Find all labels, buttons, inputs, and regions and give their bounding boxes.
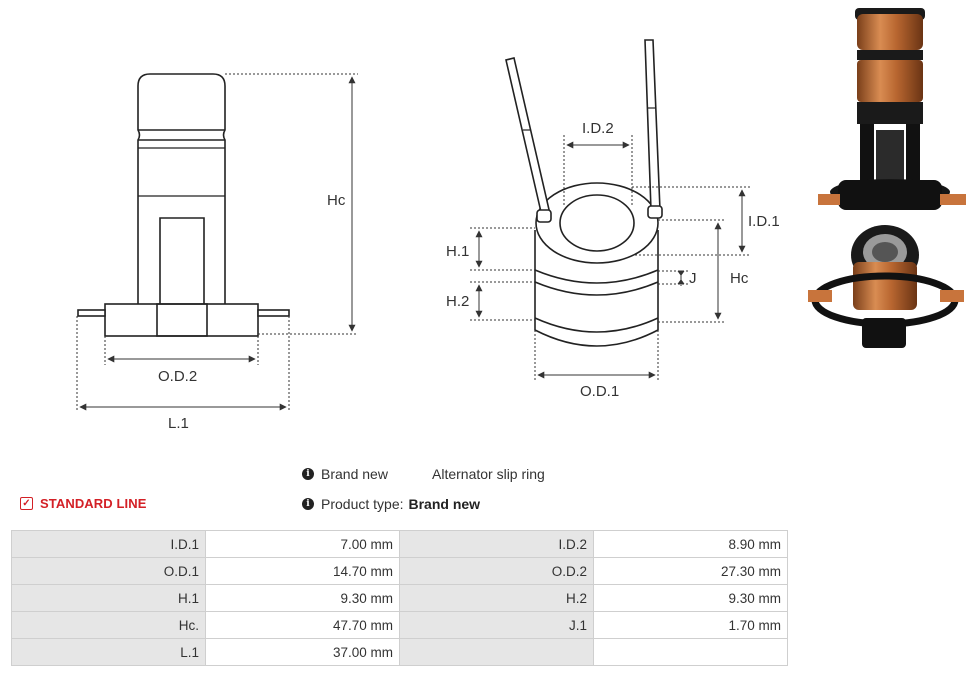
spec-label: L.1 bbox=[11, 638, 206, 666]
brand-info-row: i Brand new bbox=[302, 466, 388, 482]
spec-label: Hc. bbox=[11, 611, 206, 639]
perspective-drawing bbox=[505, 39, 663, 347]
product-type-label: Product type: bbox=[321, 496, 404, 512]
side-view-dimensions bbox=[76, 73, 358, 412]
spec-value: 37.00 mm bbox=[205, 638, 400, 666]
spec-value: 9.30 mm bbox=[205, 584, 400, 612]
label-left-od2: O.D.2 bbox=[158, 368, 197, 385]
spec-value bbox=[593, 638, 788, 666]
label-mid-id2: I.D.2 bbox=[582, 120, 614, 137]
product-type-value: Brand new bbox=[408, 496, 481, 512]
brand-label: Brand new bbox=[321, 466, 388, 482]
info-icon: i bbox=[302, 498, 314, 510]
spec-value: 9.30 mm bbox=[593, 584, 788, 612]
spec-label: O.D.1 bbox=[11, 557, 206, 585]
specifications-table: I.D.1 7.00 mm I.D.2 8.90 mm O.D.1 14.70 … bbox=[11, 530, 788, 666]
label-mid-j: J bbox=[689, 270, 697, 287]
table-row: H.1 9.30 mm H.2 9.30 mm bbox=[11, 584, 788, 612]
description-row: Alternator slip ring bbox=[432, 466, 545, 482]
spec-label: H.2 bbox=[399, 584, 594, 612]
product-description: Alternator slip ring bbox=[432, 466, 545, 482]
spec-label: O.D.2 bbox=[399, 557, 594, 585]
spec-label: I.D.2 bbox=[399, 530, 594, 558]
table-row: I.D.1 7.00 mm I.D.2 8.90 mm bbox=[11, 530, 788, 558]
spec-value: 27.30 mm bbox=[593, 557, 788, 585]
standard-line-label: STANDARD LINE bbox=[40, 496, 147, 511]
table-row: L.1 37.00 mm bbox=[11, 638, 788, 666]
label-mid-od1: O.D.1 bbox=[580, 383, 619, 400]
label-left-hc: Hc bbox=[327, 192, 346, 209]
perspective-dimensions bbox=[470, 135, 750, 380]
label-mid-hc: Hc bbox=[730, 270, 749, 287]
product-type-row: i Product type: Brand new bbox=[302, 496, 480, 512]
spec-label: J.1 bbox=[399, 611, 594, 639]
spec-value: 47.70 mm bbox=[205, 611, 400, 639]
technical-drawings: Hc O.D.2 L.1 bbox=[76, 8, 966, 432]
spec-value: 1.70 mm bbox=[593, 611, 788, 639]
label-mid-id1: I.D.1 bbox=[748, 213, 780, 230]
product-photo bbox=[808, 8, 966, 348]
spec-label: I.D.1 bbox=[11, 530, 206, 558]
label-mid-h2: H.2 bbox=[446, 293, 469, 310]
side-view-drawing bbox=[77, 73, 290, 337]
checkbox-checked-icon: ✓ bbox=[20, 497, 33, 510]
spec-value: 14.70 mm bbox=[205, 557, 400, 585]
table-row: O.D.1 14.70 mm O.D.2 27.30 mm bbox=[11, 557, 788, 585]
info-icon: i bbox=[302, 468, 314, 480]
label-left-l1: L.1 bbox=[168, 415, 189, 432]
spec-label: H.1 bbox=[11, 584, 206, 612]
label-mid-h1: H.1 bbox=[446, 243, 469, 260]
spec-value: 8.90 mm bbox=[593, 530, 788, 558]
spec-value: 7.00 mm bbox=[205, 530, 400, 558]
standard-line-badge: ✓ STANDARD LINE bbox=[20, 496, 147, 511]
spec-label bbox=[399, 638, 594, 666]
table-row: Hc. 47.70 mm J.1 1.70 mm bbox=[11, 611, 788, 639]
